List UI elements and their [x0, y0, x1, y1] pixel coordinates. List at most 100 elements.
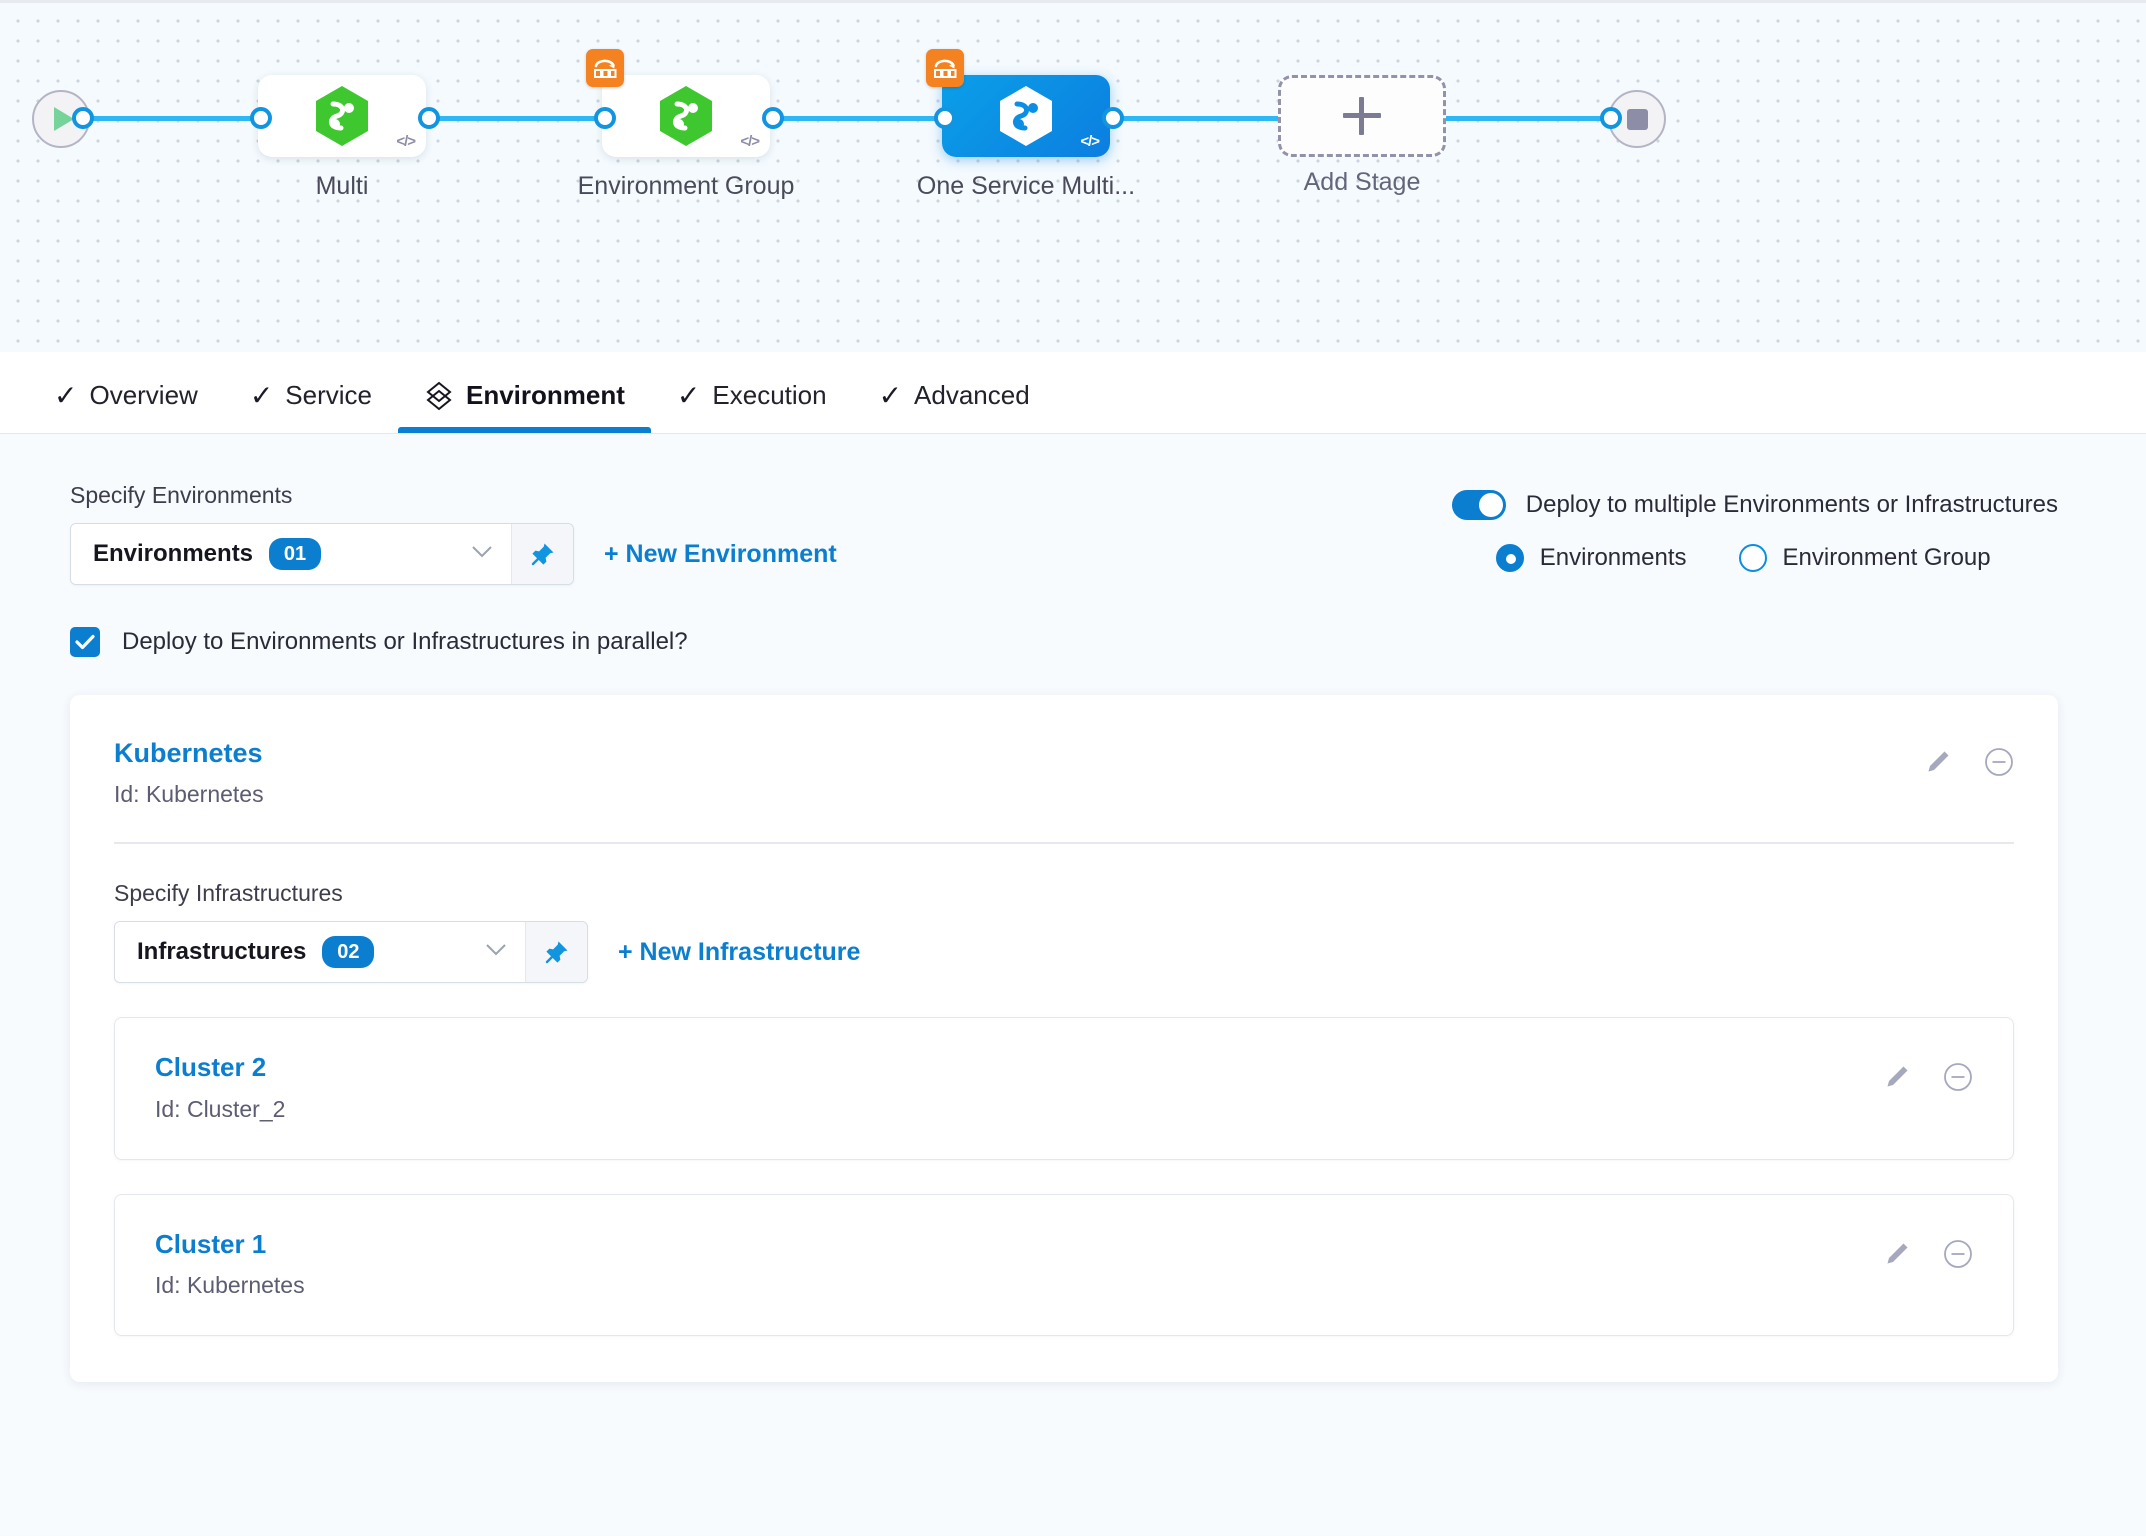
- environment-card: Kubernetes Id: Kubernetes: [70, 695, 2058, 1382]
- pipeline-stage-label-multi: Multi: [315, 172, 369, 200]
- harness-hex-icon: [313, 84, 371, 148]
- connector-stage1-to-stage2: [420, 116, 610, 121]
- infrastructure-row-actions: [1883, 1052, 1973, 1097]
- infrastructures-select-text: Infrastructures: [137, 938, 307, 966]
- parallel-deploy-checkbox[interactable]: [70, 627, 100, 657]
- tab-environment[interactable]: Environment: [398, 352, 651, 433]
- matrix-strategy-icon: [586, 49, 624, 87]
- connector-dot-stage1-out[interactable]: [418, 107, 440, 129]
- environment-top-row: Specify Environments Environments 01: [0, 482, 2146, 585]
- connector-add-to-end: [1440, 116, 1620, 121]
- parallel-deploy-label: Deploy to Environments or Infrastructure…: [122, 628, 688, 655]
- specify-environments-group: Specify Environments Environments 01: [70, 482, 837, 585]
- pin-icon: [545, 941, 567, 964]
- infrastructures-pin-button[interactable]: [525, 922, 587, 983]
- tab-label: Service: [285, 380, 372, 410]
- environments-count-badge: 01: [269, 538, 322, 570]
- pipeline-stage-label-environment-group: Environment Group: [577, 172, 795, 200]
- environments-select-value[interactable]: Environments 01: [71, 524, 511, 584]
- environments-pin-button[interactable]: [511, 524, 573, 584]
- stage-code-badge[interactable]: </>: [1080, 133, 1100, 150]
- pencil-icon[interactable]: [1883, 1063, 1911, 1096]
- parallel-deploy-row[interactable]: Deploy to Environments or Infrastructure…: [0, 627, 2146, 657]
- pipeline-stage-label-one-service-multi: One Service Multi...: [916, 172, 1136, 200]
- tab-overview[interactable]: ✓ Overview: [28, 352, 224, 433]
- specify-environments-label: Specify Environments: [70, 482, 293, 508]
- tab-label: Advanced: [914, 380, 1030, 410]
- minus-circle-icon[interactable]: [1943, 1062, 1973, 1097]
- tab-label: Overview: [89, 380, 198, 410]
- environments-select[interactable]: Environments 01: [70, 523, 574, 585]
- harness-hex-icon: [997, 84, 1055, 148]
- tab-service[interactable]: ✓ Service: [224, 352, 398, 433]
- specify-infrastructures-group: Specify Infrastructures Infrastructures …: [114, 880, 2014, 1336]
- pipeline-canvas[interactable]: </> Multi: [0, 0, 2146, 352]
- check-icon: ✓: [676, 379, 701, 411]
- infrastructures-count-badge: 02: [322, 936, 375, 969]
- harness-hex-icon: [657, 84, 715, 148]
- minus-circle-icon[interactable]: [1984, 747, 2014, 782]
- pin-icon: [531, 543, 553, 566]
- chevron-down-icon[interactable]: [471, 545, 493, 563]
- connector-stage2-to-stage3: [770, 116, 950, 121]
- matrix-strategy-icon: [926, 49, 964, 87]
- pipeline-stage-one-service-multi[interactable]: </>: [926, 49, 1110, 157]
- infrastructure-id-text: Id: Kubernetes: [155, 1271, 305, 1298]
- specify-infrastructures-label: Specify Infrastructures: [114, 880, 343, 907]
- environment-card-header: Kubernetes Id: Kubernetes: [114, 737, 2014, 808]
- stage-code-badge[interactable]: </>: [396, 133, 416, 150]
- infrastructure-name-link[interactable]: Cluster 1: [155, 1228, 267, 1259]
- add-stage-button[interactable]: [1278, 75, 1446, 157]
- stage-code-badge[interactable]: </>: [740, 133, 760, 150]
- radio-environment-group[interactable]: Environment Group: [1738, 544, 1991, 572]
- tab-label: Environment: [466, 380, 625, 410]
- connector-dot-stage2-in[interactable]: [594, 107, 616, 129]
- minus-circle-icon[interactable]: [1943, 1239, 1973, 1274]
- infrastructures-select[interactable]: Infrastructures 02: [114, 921, 588, 984]
- pencil-icon[interactable]: [1883, 1240, 1911, 1273]
- infrastructure-identity: Cluster 1 Id: Kubernetes: [155, 1229, 305, 1299]
- connector-dot-stage3-in[interactable]: [934, 107, 956, 129]
- connector-dot-start[interactable]: [72, 107, 94, 129]
- connector-start-to-stage1: [80, 116, 262, 121]
- radio-label: Environment Group: [1782, 544, 1991, 571]
- new-infrastructure-button[interactable]: + New Infrastructure: [618, 937, 861, 966]
- radio-environments[interactable]: Environments: [1495, 544, 1687, 572]
- tab-label: Execution: [712, 380, 827, 410]
- pencil-icon[interactable]: [1924, 748, 1952, 781]
- card-divider: [114, 842, 2014, 845]
- infrastructure-id-text: Id: Cluster_2: [155, 1095, 286, 1122]
- radio-button-icon[interactable]: [1738, 544, 1767, 572]
- infrastructure-row-actions: [1883, 1229, 1973, 1274]
- multi-deploy-toggle-label: Deploy to multiple Environments or Infra…: [1525, 491, 2058, 518]
- add-stage-label: Add Stage: [1303, 168, 1421, 196]
- stop-icon: [1626, 108, 1648, 130]
- tab-advanced[interactable]: ✓ Advanced: [853, 352, 1056, 433]
- environment-identity: Kubernetes Id: Kubernetes: [114, 737, 264, 808]
- stage-tab-bar[interactable]: ✓ Overview ✓ Service Environment ✓ Execu…: [0, 352, 2146, 434]
- connector-dot-stage1-in[interactable]: [250, 107, 272, 129]
- radio-button-selected-icon[interactable]: [1495, 544, 1524, 572]
- connector-stage3-to-add: [1110, 116, 1290, 121]
- new-environment-button[interactable]: + New Environment: [604, 539, 837, 568]
- tab-execution[interactable]: ✓ Execution: [651, 352, 853, 433]
- connector-dot-stage2-out[interactable]: [762, 107, 784, 129]
- connector-dot-end[interactable]: [1600, 107, 1622, 129]
- infrastructure-name-link[interactable]: Cluster 2: [155, 1052, 267, 1083]
- multi-deploy-group: Deploy to multiple Environments or Infra…: [1451, 482, 2058, 572]
- connector-dot-stage3-out[interactable]: [1102, 107, 1124, 129]
- environment-card-actions: [1924, 737, 2014, 782]
- multi-deploy-toggle[interactable]: [1451, 490, 1506, 520]
- environments-select-text: Environments: [93, 540, 254, 567]
- pipeline-stage-environment-group[interactable]: </>: [586, 49, 770, 157]
- pipeline-end-node[interactable]: [1608, 90, 1666, 148]
- infrastructures-select-value[interactable]: Infrastructures 02: [115, 922, 525, 983]
- environment-id-text: Id: Kubernetes: [114, 781, 264, 808]
- chevron-down-icon[interactable]: [485, 943, 507, 961]
- environment-name-link[interactable]: Kubernetes: [114, 738, 263, 768]
- check-icon: ✓: [54, 379, 78, 411]
- pipeline-stage-multi[interactable]: </>: [258, 75, 426, 157]
- infrastructure-identity: Cluster 2 Id: Cluster_2: [155, 1052, 285, 1122]
- play-icon: [54, 107, 74, 131]
- check-icon: ✓: [249, 379, 274, 411]
